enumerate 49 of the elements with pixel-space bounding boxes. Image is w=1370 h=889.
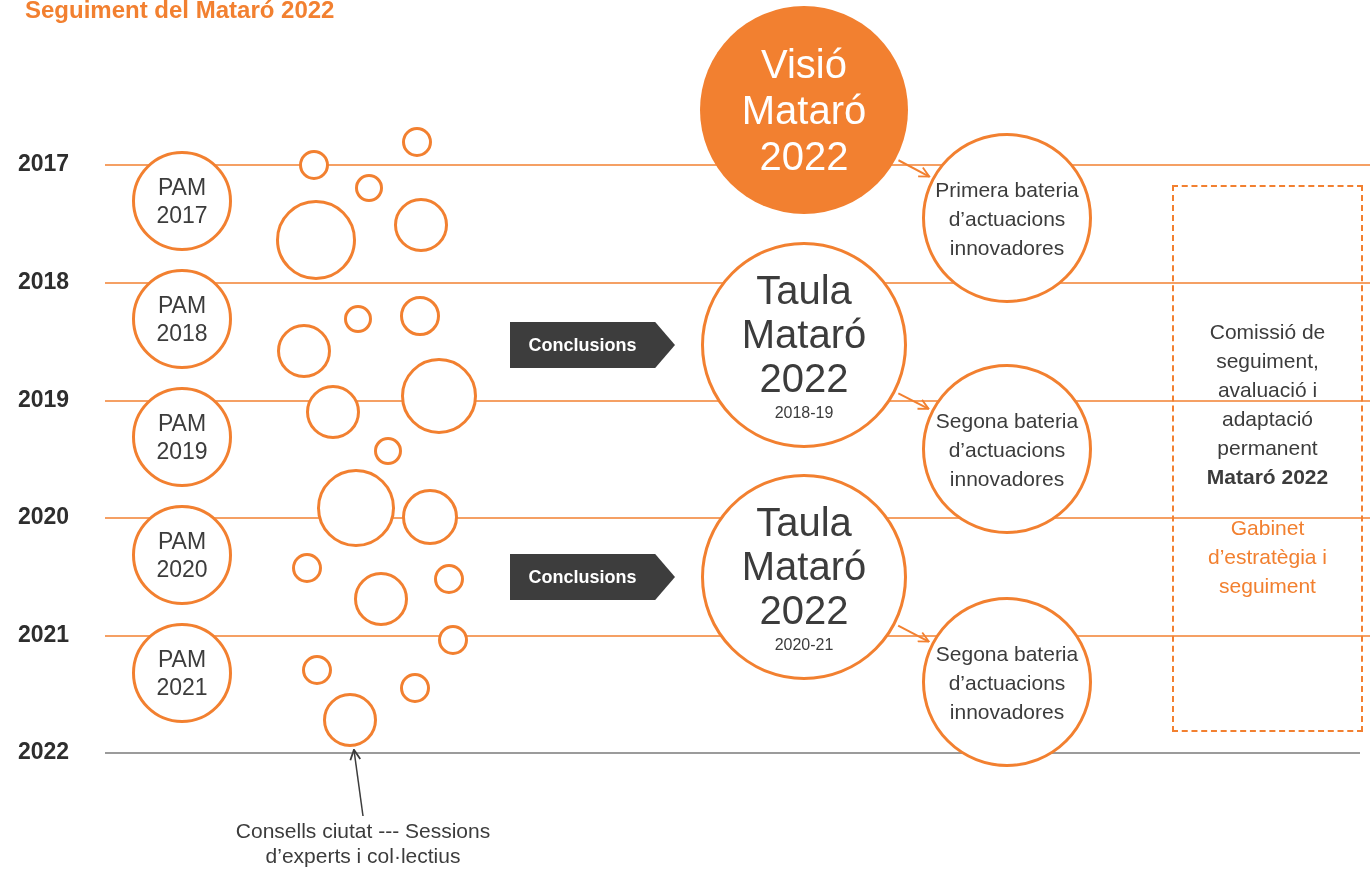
vision-title: Visió Mataró 2022 [740, 41, 868, 179]
bubble-circle [438, 625, 468, 655]
year-label: 2017 [18, 150, 70, 177]
bubble-circle [277, 324, 331, 378]
year-label: 2021 [18, 621, 70, 648]
tag-label: Conclusions [528, 566, 637, 588]
circle-label: PAM 2021 [155, 645, 209, 701]
year-label: 2018 [18, 268, 70, 295]
bubble-circle [400, 296, 440, 336]
circle-label: PAM 2017 [155, 173, 209, 229]
arrow [897, 392, 930, 410]
panel-text: Comissió de seguiment, avaluació i adaptació permanent Mataró 2022 [1205, 319, 1330, 490]
year-label: 2022 [18, 738, 70, 765]
bubble-circle [402, 489, 458, 545]
pentagon-tag [510, 554, 675, 600]
circle-label: PAM 2018 [155, 291, 209, 347]
bubble-circle [400, 673, 430, 703]
arrow [897, 159, 931, 178]
arrow [897, 624, 930, 643]
caption-label: Consells ciutat --- Sessions d’experts i col·lectius [234, 818, 492, 868]
year-label: 2020 [18, 503, 70, 530]
bubble-circle [323, 693, 377, 747]
bubble-circle [306, 385, 360, 439]
bubble-circle [434, 564, 464, 594]
dashed-panel [1172, 185, 1363, 732]
bubble-circle [402, 127, 432, 157]
bubble-circle [299, 150, 329, 180]
panel-subtext: Gabinet d’estratègia i seguiment [1206, 515, 1329, 599]
title: Seguiment del Mataró 2022 [25, 0, 335, 24]
circle-label: Primera bateria d’actuacions innovadores [934, 176, 1080, 261]
bubble-circle [302, 655, 332, 685]
period-label: 2020-21 [774, 636, 834, 654]
circle-label: PAM 2020 [155, 527, 209, 583]
bubble-circle [354, 572, 408, 626]
table-title: Taula Mataró 2022 [740, 500, 868, 632]
period-label: 2018-19 [774, 404, 834, 422]
tag-label: Conclusions [528, 334, 637, 356]
arrow [349, 748, 364, 817]
circle-label: PAM 2019 [155, 409, 209, 465]
bubble-circle [344, 305, 372, 333]
circle-label: Segona bateria d’actuacions innovadores [934, 407, 1080, 492]
bubble-circle [394, 198, 448, 252]
pentagon-tag [510, 322, 675, 368]
bubble-circle [355, 174, 383, 202]
bubble-circle [374, 437, 402, 465]
bubble-circle [292, 553, 322, 583]
circle-label: Segona bateria d’actuacions innovadores [934, 640, 1080, 725]
year-label: 2019 [18, 386, 70, 413]
table-title: Taula Mataró 2022 [740, 268, 868, 400]
